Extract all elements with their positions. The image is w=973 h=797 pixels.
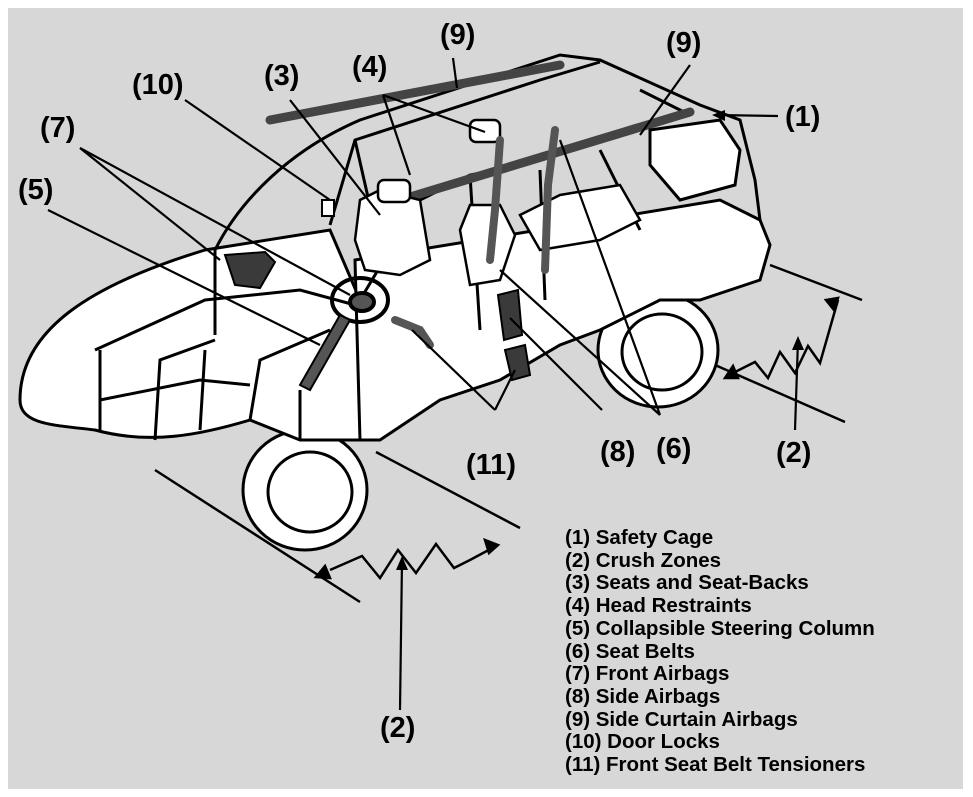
callout-11: (11) [466, 449, 516, 481]
roof-rails [265, 60, 695, 205]
legend-item: (9) Side Curtain Airbags [565, 707, 798, 731]
seat-belts [391, 126, 559, 349]
legend-item: (3) Seats and Seat-Backs [565, 571, 809, 595]
side-airbag [496, 288, 524, 342]
legend-item: (11) Front Seat Belt Tensioners [565, 753, 866, 777]
callout-3: (3) [264, 60, 299, 92]
callout-8: (8) [600, 436, 635, 468]
front-wheel [241, 428, 369, 552]
steering-column [298, 313, 352, 392]
rear-wheel [596, 291, 720, 409]
legend-item: (1) Safety Cage [565, 526, 714, 549]
callout-2-rear: (2) [776, 437, 811, 469]
rear-window [648, 118, 742, 202]
crush-zone-rear [722, 296, 840, 381]
seat-belt-tensioner [503, 343, 532, 382]
leader-lines [47, 57, 804, 711]
front-airbag [223, 250, 277, 290]
legend-item: (5) Collapsible Steering Column [565, 616, 875, 640]
legend-item: (2) Crush Zones [565, 548, 722, 572]
callout-10: (10) [132, 69, 184, 101]
callout-2-front: (2) [380, 712, 415, 744]
door-lock [321, 199, 335, 217]
legend-item: (7) Front Airbags [565, 662, 730, 686]
crush-zone-front [313, 537, 501, 581]
legend-item: (4) Head Restraints [565, 594, 752, 618]
seats [353, 183, 642, 287]
body-side [353, 198, 772, 442]
callout-9-right: (9) [666, 27, 701, 59]
legend-item: (10) Door Locks [565, 730, 720, 754]
callout-7: (7) [40, 112, 75, 144]
callout-6: (6) [656, 433, 691, 465]
legend-item: (6) Seat Belts [565, 639, 695, 663]
legend-list: (1) Safety Cage (2) Crush Zones (3) Seat… [565, 526, 875, 777]
callout-4: (4) [352, 51, 387, 83]
callout-5: (5) [18, 174, 53, 206]
legend-item: (8) Side Airbags [565, 684, 721, 708]
callout-1: (1) [785, 101, 820, 133]
steering-wheel [330, 276, 390, 324]
hood-body [18, 228, 367, 442]
callout-9-left: (9) [440, 19, 475, 51]
